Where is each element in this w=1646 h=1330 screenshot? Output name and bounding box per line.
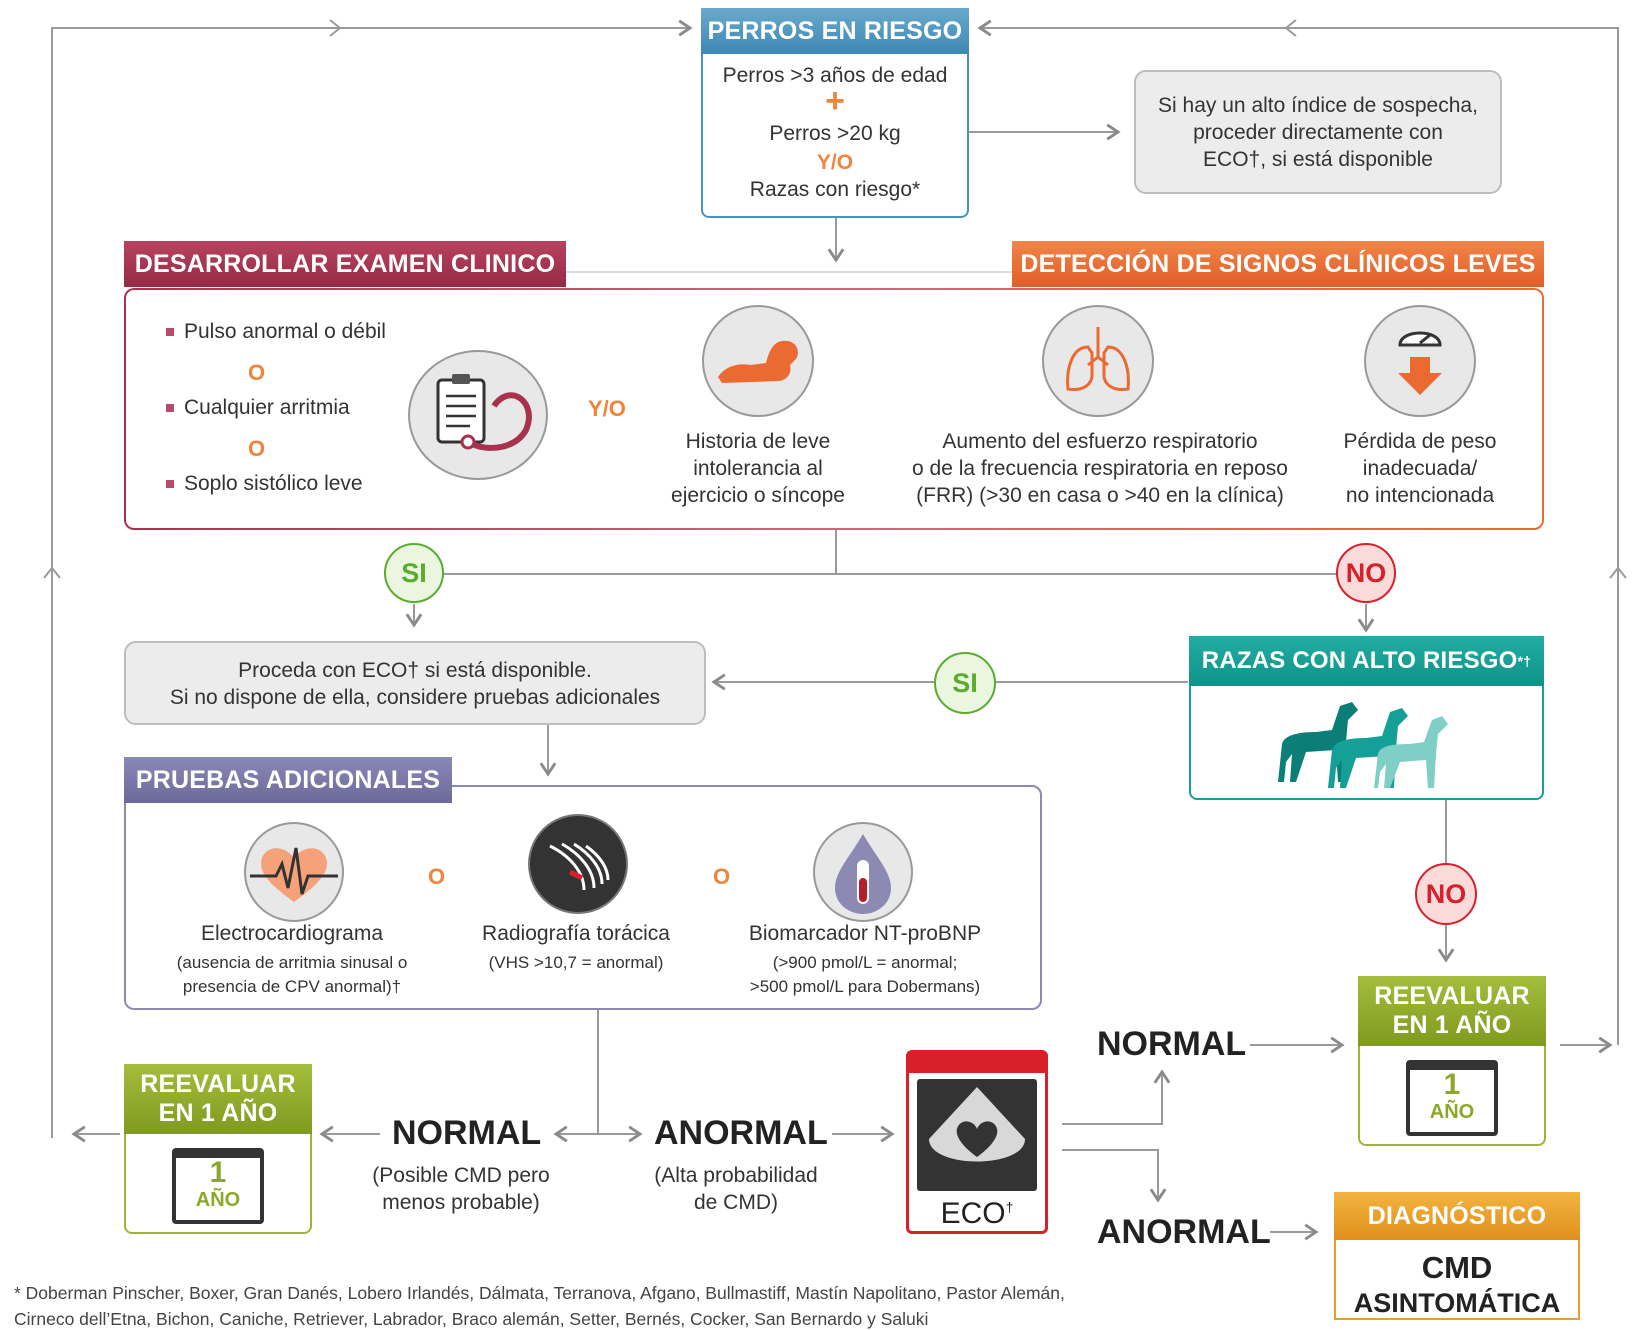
calendar-word: AÑO [195,1189,241,1211]
or-label: O [248,360,266,385]
reevaluate-line1: REEVALUAR [140,1070,296,1099]
great-dane-icons [1278,702,1448,788]
and-or-label: Y/O [816,151,854,174]
ecg-heart-icon [244,822,344,922]
exercise-line1: Historia de leve [685,430,831,453]
exam-item-murmur: Soplo sistólico leve [166,472,363,496]
plus-icon: + [825,82,845,120]
clinical-exam-header: DESARROLLAR EXAMEN CLINICO [124,241,566,287]
or-label: O [713,864,731,889]
calendar-number: 1 [209,1156,227,1189]
bnp-note2: >500 pmol/L para Dobermans) [749,977,981,996]
proceed-box [124,641,706,725]
diagnosis-header: DIAGNÓSTICO [1334,1192,1580,1240]
and-or-label: Y/O [588,396,626,421]
exercise-line3: ejercicio o síncope [671,484,845,507]
reevaluate-header-right: REEVALUAR EN 1 AÑO [1358,976,1546,1046]
exercise-line2: intolerancia al [693,457,823,480]
echo-label: ECO† [909,1199,1045,1229]
clipboard-stethoscope-icon [408,350,548,480]
high-risk-sup: *† [1517,653,1532,669]
echo-abnormal-result: ANORMAL [1097,1213,1271,1251]
calendar-icon: 1 AÑO [172,1148,264,1224]
weight-line1: Pérdida de peso [1343,430,1497,453]
ecg-note1: (ausencia de arritmia sinusal o [176,953,408,972]
reevaluate-header-left: REEVALUAR EN 1 AÑO [124,1064,312,1134]
exam-item-arrhythmia: Cualquier arritmia [166,396,350,420]
at-risk-weight: Perros >20 kg [769,122,901,145]
ecg-note2: presencia de CPV anormal)† [182,977,402,996]
lungs-icon [1042,305,1154,417]
at-risk-age: Perros >3 años de edad [722,64,948,87]
suspicion-line2: proceder directamente con [1193,121,1443,144]
proceed-line2: Si no dispone de ella, considere pruebas… [169,686,661,709]
blood-tube-icon [813,822,913,922]
no-badge: NO [1336,543,1396,603]
normal-result: NORMAL [392,1114,542,1152]
additional-tests-header: PRUEBAS ADICIONALES [124,757,452,803]
at-risk-breeds: Razas con riesgo* [749,178,921,201]
exam-item-label: Cualquier arritmia [184,396,350,419]
calendar-word: AÑO [1429,1101,1475,1123]
bnp-name: Biomarcador NT-proBNP [748,922,982,945]
abnormal-note2: de CMD) [693,1191,778,1214]
no-badge: NO [1415,863,1477,925]
weight-line2: inadecuada/ [1362,457,1478,480]
respiratory-line3: (FRR) (>30 en casa o >40 en la clínica) [916,484,1284,507]
abnormal-note1: (Alta probabilidad [654,1164,818,1187]
exam-item-label: Pulso anormal o débil [184,320,386,343]
signs-header: DETECCIÓN DE SIGNOS CLÍNICOS LEVES [1012,241,1544,287]
abnormal-result: ANORMAL [654,1114,828,1152]
echo-normal-result: NORMAL [1097,1025,1247,1063]
respiratory-line2: o de la frecuencia respiratoria en repos… [912,457,1288,480]
echo-label-sup: † [1005,1199,1014,1215]
xray-note1: (VHS >10,7 = anormal) [488,953,664,972]
weight-line3: no intencionada [1345,484,1495,507]
bnp-note1: (>900 pmol/L = anormal; [772,953,958,972]
calendar-icon: 1 AÑO [1406,1060,1498,1136]
calendar-number: 1 [1443,1068,1461,1101]
thoracic-xray-icon [528,814,628,914]
exam-item-pulse: Pulso anormal o débil [166,320,386,344]
clinical-exam-box [124,288,1544,530]
scale-weight-loss-icon [1364,305,1476,417]
echo-label-text: ECO [940,1197,1006,1230]
respiratory-line1: Aumento del esfuerzo respiratorio [942,430,1258,453]
yes-badge: SI [934,652,996,714]
reevaluate-line2: EN 1 AÑO [1392,1011,1512,1039]
at-risk-header: PERROS EN RIESGO [701,8,969,54]
or-label: O [428,864,446,889]
footnote-line1: * Doberman Pinscher, Boxer, Gran Danés, … [14,1283,1065,1303]
dog-lying-icon [702,305,814,417]
or-label: O [248,436,266,461]
diagnosis-line2: ASINTOMÁTICA [1353,1288,1561,1318]
echo-machine-icon: ECO† [906,1050,1048,1234]
high-risk-header: RAZAS CON ALTO RIESGO*† [1189,636,1544,686]
echo-top-bar [909,1053,1045,1073]
high-risk-title: RAZAS CON ALTO RIESGO [1201,647,1518,674]
suspicion-line1: Si hay un alto índice de sospecha, [1158,94,1478,117]
ecg-name: Electrocardiograma [200,922,384,945]
yes-badge: SI [384,543,444,603]
reevaluate-line1: REEVALUAR [1374,982,1530,1011]
normal-note2: menos probable) [382,1191,540,1214]
echo-screen [917,1079,1037,1191]
proceed-line1: Proceda con ECO† si está disponible. [238,659,592,682]
xray-name: Radiografía torácica [482,922,670,945]
suspicion-line3: ECO†, si está disponible [1203,148,1433,171]
normal-note1: (Posible CMD pero [372,1164,550,1187]
suspicion-note [1134,70,1502,194]
diagnosis-line1: CMD [1421,1250,1493,1285]
reevaluate-line2: EN 1 AÑO [158,1099,278,1127]
exam-item-label: Soplo sistólico leve [184,472,363,495]
